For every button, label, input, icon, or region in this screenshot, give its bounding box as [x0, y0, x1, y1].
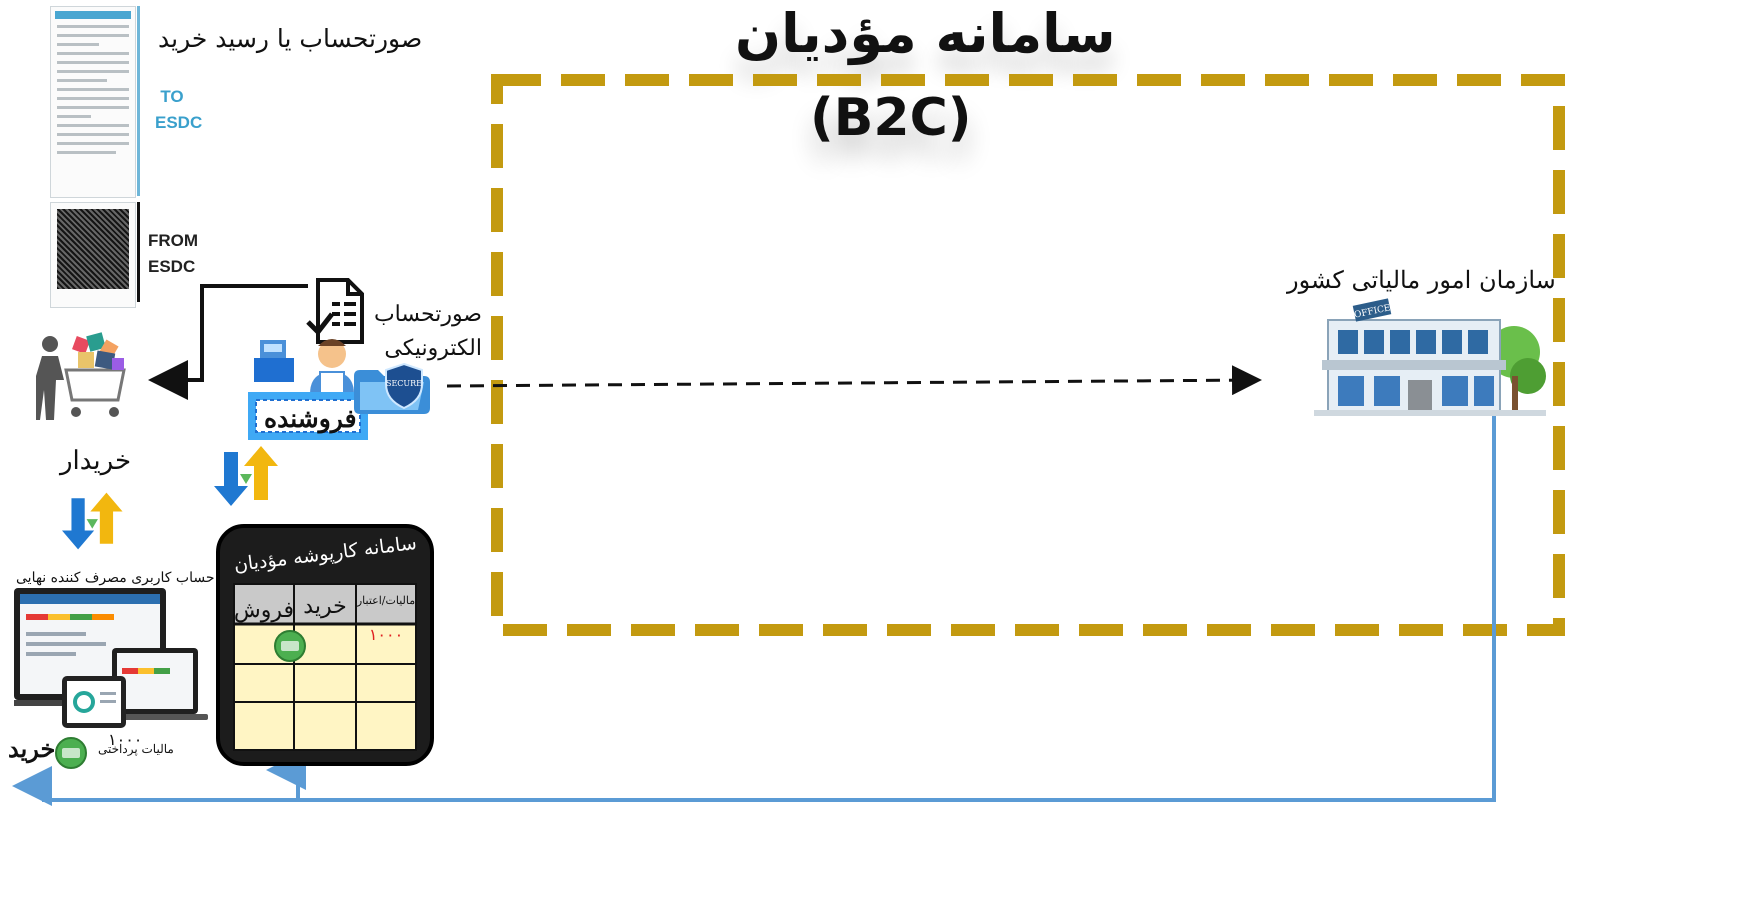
- tax-credit-value: ۱۰۰۰: [369, 625, 403, 644]
- taxpayer-system-frame: [491, 74, 1565, 636]
- purchase-label: خرید: [8, 734, 56, 763]
- secure-folder-icon: SECURE: [354, 362, 430, 414]
- secure-tag: SECURE: [386, 379, 422, 388]
- buyer-label: خریدار: [60, 446, 132, 476]
- einvoice-line1: صورتحساب: [373, 302, 482, 327]
- diagram-title: سامانه مؤدیان: [735, 2, 1116, 65]
- consumer-account-label: حساب کاربری مصرف کننده نهایی: [16, 570, 215, 586]
- einvoice-arrow: [446, 365, 1262, 396]
- exchange-arrows-icon-buyer: [62, 492, 123, 550]
- invoice-to-buyer-arrow: [148, 284, 308, 400]
- receipt-label: صورتحساب یا رسید خرید: [158, 24, 423, 53]
- esdc-label-2: ESDC: [148, 257, 196, 276]
- tax-paid-label: مالیات پرداختی: [98, 742, 174, 756]
- invoice-check-icon: [306, 278, 364, 344]
- receipt-from-divider: [137, 202, 140, 302]
- einvoice-line2: الکترونیکی: [384, 336, 482, 361]
- tax-paid-value: ۱۰۰۰: [108, 730, 143, 749]
- cashier-icon: [248, 339, 368, 440]
- from-label: FROM: [148, 231, 199, 250]
- from-esdc-label: FROM ESDC: [148, 228, 198, 280]
- shopper-cart-icon: [36, 332, 126, 420]
- receipt-to-divider: [137, 6, 140, 196]
- receipt-image: [50, 6, 136, 198]
- col-tax: مالیات/اعتبار: [356, 594, 415, 607]
- tax-org-label: سازمان امور مالیاتی کشور: [1287, 266, 1556, 294]
- money-badge-icon: [55, 737, 87, 769]
- col-purchase: خرید: [303, 594, 346, 619]
- exchange-arrows-icon: [214, 446, 278, 506]
- to-esdc-label: TO ESDC: [155, 84, 203, 136]
- receipt-qr: [50, 202, 136, 308]
- col-sales: فروش: [234, 598, 294, 623]
- seller-label: فروشنده: [264, 404, 357, 433]
- office-building-icon: OFFICE: [1314, 298, 1546, 416]
- receipt-header-bar: [55, 11, 131, 19]
- qr-code: [57, 209, 129, 289]
- devices-icon: [14, 588, 208, 728]
- einvoice-label: صورتحساب الکترونیکی: [373, 298, 482, 366]
- esdc-label: ESDC: [155, 113, 203, 132]
- diagram-subtitle: (B2C): [810, 88, 972, 148]
- to-label: TO: [160, 87, 184, 106]
- taxpayer-portal-panel: سامانه کارپوشه مؤدیان فروش خرید مالیات/ا…: [216, 524, 434, 766]
